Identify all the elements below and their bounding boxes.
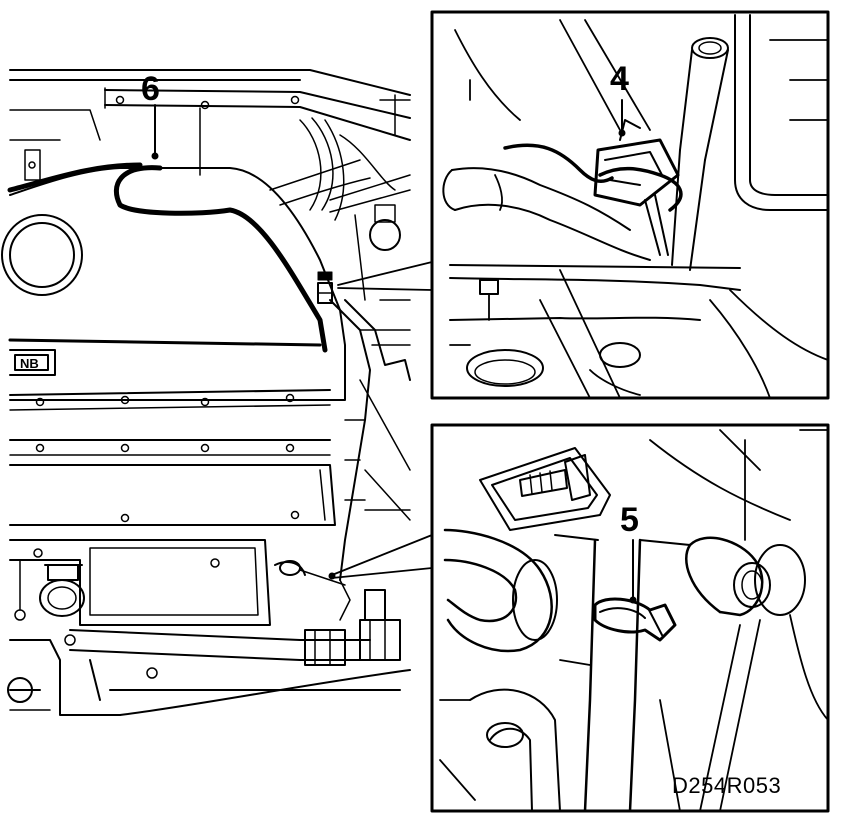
figure-code: D254R053 <box>672 773 782 798</box>
detail-panel-4 <box>430 10 830 400</box>
main-engine-view: NB <box>1 69 411 716</box>
detail-panel-5 <box>430 423 830 813</box>
callout-6-label: 6 <box>141 70 160 108</box>
callout-5-label: 5 <box>620 501 639 539</box>
svg-text:NB: NB <box>20 356 39 371</box>
callout-4-label: 4 <box>610 60 629 98</box>
leader-lines <box>151 104 433 580</box>
